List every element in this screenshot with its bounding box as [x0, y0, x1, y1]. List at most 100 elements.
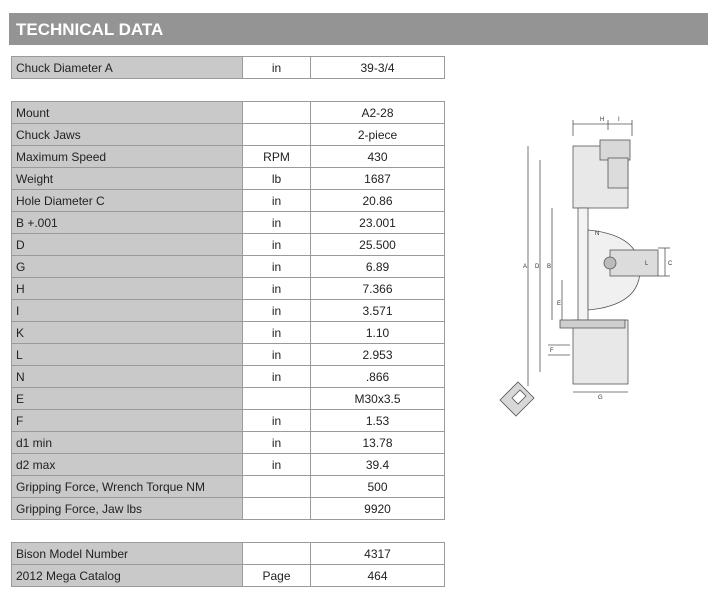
spec-unit: in [242, 233, 311, 256]
spec-value: 500 [310, 475, 445, 498]
table-row: Chuck Jaws 2-piece [11, 123, 445, 146]
spec-label: H [11, 277, 243, 300]
table-row: Chuck Diameter A in 39-3/4 [11, 56, 445, 79]
spec-value: 20.86 [310, 189, 445, 212]
spec-value: 7.366 [310, 277, 445, 300]
spec-label: Chuck Diameter A [11, 56, 243, 79]
spec-unit: in [242, 321, 311, 344]
spec-value: A2-28 [310, 101, 445, 124]
catalog-table: Bison Model Number 4317 2012 Mega Catalo… [11, 542, 445, 587]
spec-value: M30x3.5 [310, 387, 445, 410]
spec-value: 1.10 [310, 321, 445, 344]
dimension-label: N [595, 231, 599, 237]
spec-label: Chuck Jaws [11, 123, 243, 146]
spec-unit: in [242, 56, 311, 79]
dimension-label: G [598, 395, 603, 401]
spec-label: Maximum Speed [11, 145, 243, 168]
spec-unit: RPM [242, 145, 311, 168]
spec-unit: lb [242, 167, 311, 190]
spec-label: Bison Model Number [11, 542, 243, 565]
spec-unit: in [242, 255, 311, 278]
dimension-label: H [600, 117, 604, 123]
spec-label: Hole Diameter C [11, 189, 243, 212]
spec-label: K [11, 321, 243, 344]
dimension-label: B [547, 264, 551, 270]
chuck-diameter-table: Chuck Diameter A in 39-3/4 [11, 56, 445, 79]
spec-unit [242, 542, 311, 565]
spec-unit: in [242, 343, 311, 366]
table-row: Bison Model Number 4317 [11, 542, 445, 565]
spec-unit: in [242, 409, 311, 432]
table-row: E M30x3.5 [11, 387, 445, 410]
spec-label: d1 min [11, 431, 243, 454]
spec-unit: in [242, 365, 311, 388]
chuck-technical-drawing: H I A D B N C L E F G [499, 117, 673, 417]
spec-value: 39.4 [310, 453, 445, 476]
spec-unit: in [242, 277, 311, 300]
spec-label: L [11, 343, 243, 366]
spec-label: G [11, 255, 243, 278]
spec-label: I [11, 299, 243, 322]
spec-label: d2 max [11, 453, 243, 476]
spec-value: 23.001 [310, 211, 445, 234]
spec-unit [242, 123, 311, 146]
table-row: Mount A2-28 [11, 101, 445, 124]
spec-label: Mount [11, 101, 243, 124]
table-row: Gripping Force, Wrench Torque NM 500 [11, 475, 445, 498]
dimension-label: A [523, 264, 527, 270]
spec-label: B +.001 [11, 211, 243, 234]
spec-value: 430 [310, 145, 445, 168]
spec-value: 6.89 [310, 255, 445, 278]
spec-label: Gripping Force, Jaw lbs [11, 497, 243, 520]
spec-value: 25.500 [310, 233, 445, 256]
spec-label: E [11, 387, 243, 410]
spec-value: 1687 [310, 167, 445, 190]
spec-unit [242, 387, 311, 410]
spec-value: 464 [310, 564, 445, 587]
dimension-label: E [557, 301, 561, 307]
spec-unit [242, 475, 311, 498]
dimension-label: C [668, 261, 673, 267]
spec-value: 3.571 [310, 299, 445, 322]
dimension-label: L [645, 261, 649, 267]
spec-label: Weight [11, 167, 243, 190]
spec-unit: in [242, 211, 311, 234]
spec-value: 1.53 [310, 409, 445, 432]
spec-label: D [11, 233, 243, 256]
spec-label: 2012 Mega Catalog [11, 564, 243, 587]
dimension-label: F [550, 348, 554, 354]
spec-unit: in [242, 189, 311, 212]
spec-label: F [11, 409, 243, 432]
spec-unit: in [242, 453, 311, 476]
spec-unit: in [242, 431, 311, 454]
spec-unit: in [242, 299, 311, 322]
table-row: Gripping Force, Jaw lbs 9920 [11, 497, 445, 520]
spec-value: 2-piece [310, 123, 445, 146]
spec-label: Gripping Force, Wrench Torque NM [11, 475, 243, 498]
spec-value: 13.78 [310, 431, 445, 454]
spec-value: 39-3/4 [310, 56, 445, 79]
spec-value: .866 [310, 365, 445, 388]
spec-value: 9920 [310, 497, 445, 520]
dimension-label: D [535, 264, 540, 270]
dimension-label: I [618, 117, 620, 123]
spec-unit: Page [242, 564, 311, 587]
spec-unit [242, 101, 311, 124]
spec-value: 4317 [310, 542, 445, 565]
spec-unit [242, 497, 311, 520]
spec-label: N [11, 365, 243, 388]
table-row: 2012 Mega Catalog Page 464 [11, 564, 445, 587]
